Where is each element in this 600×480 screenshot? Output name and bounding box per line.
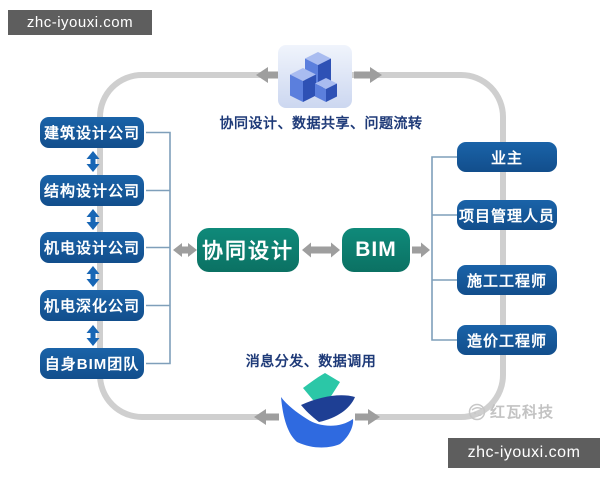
node-label: 机电深化公司 [43, 298, 140, 315]
hongwa-logo-icon [468, 403, 486, 420]
double-arrow-icon [173, 243, 197, 257]
loop-direction-arrows [254, 67, 382, 425]
node-architecture-design-company: 建筑设计公司 [40, 117, 144, 148]
right-arrow-icon [352, 409, 380, 425]
left-bracket [146, 131, 171, 365]
node-collaborative-design: 协同设计 [197, 228, 299, 272]
node-label: 建筑设计公司 [43, 125, 140, 142]
watermark-top-left: zhc-iyouxi.com [8, 10, 152, 35]
bird-swoosh-glyph [281, 373, 355, 448]
watermark-bottom-right: zhc-iyouxi.com [448, 438, 600, 468]
node-owner: 业主 [457, 142, 557, 172]
vendor-name: 红瓦科技 [490, 404, 555, 421]
right-arrow-icon [412, 242, 430, 258]
node-label: 造价工程师 [466, 332, 547, 350]
node-mep-detailing-company: 机电深化公司 [40, 290, 144, 321]
left-arrow-icon [254, 409, 282, 425]
bird-swoosh-icon [279, 371, 355, 449]
right-bracket [431, 156, 457, 341]
top-flow-caption: 协同设计、数据共享、问题流转 [219, 115, 423, 131]
updown-arrow-icon [86, 266, 100, 287]
node-project-managers: 项目管理人员 [457, 200, 557, 230]
bottom-flow-caption: 消息分发、数据调用 [245, 353, 377, 369]
watermark-text: zhc-iyouxi.com [26, 14, 134, 31]
node-label: 协同设计 [202, 240, 294, 263]
node-label: 项目管理人员 [458, 207, 555, 225]
node-label: BIM [355, 238, 397, 261]
node-label: 施工工程师 [466, 272, 547, 290]
node-own-bim-team: 自身BIM团队 [40, 348, 144, 379]
updown-arrow-icon [86, 151, 100, 172]
node-bim: BIM [342, 228, 410, 272]
watermark-text: zhc-iyouxi.com [467, 444, 581, 461]
cubes-3d-icon [278, 45, 352, 108]
cycle-loop-line [97, 72, 506, 420]
left-arrow-icon [256, 67, 284, 83]
node-structural-design-company: 结构设计公司 [40, 175, 144, 206]
node-label: 机电设计公司 [43, 240, 140, 257]
center-flow-arrows [173, 242, 430, 258]
left-column-updown-arrows [86, 151, 100, 346]
cubes-3d-glyph [290, 52, 337, 102]
right-arrow-icon [354, 67, 382, 83]
vendor-badge: 红瓦科技 [468, 401, 554, 422]
node-mep-design-company: 机电设计公司 [40, 232, 144, 263]
updown-arrow-icon [86, 209, 100, 230]
double-arrow-icon [302, 242, 340, 258]
node-label: 业主 [490, 149, 523, 167]
node-label: 自身BIM团队 [44, 356, 140, 373]
node-construction-engineer: 施工工程师 [457, 265, 557, 295]
updown-arrow-icon [86, 325, 100, 346]
node-label: 结构设计公司 [43, 183, 140, 200]
node-cost-engineer: 造价工程师 [457, 325, 557, 355]
